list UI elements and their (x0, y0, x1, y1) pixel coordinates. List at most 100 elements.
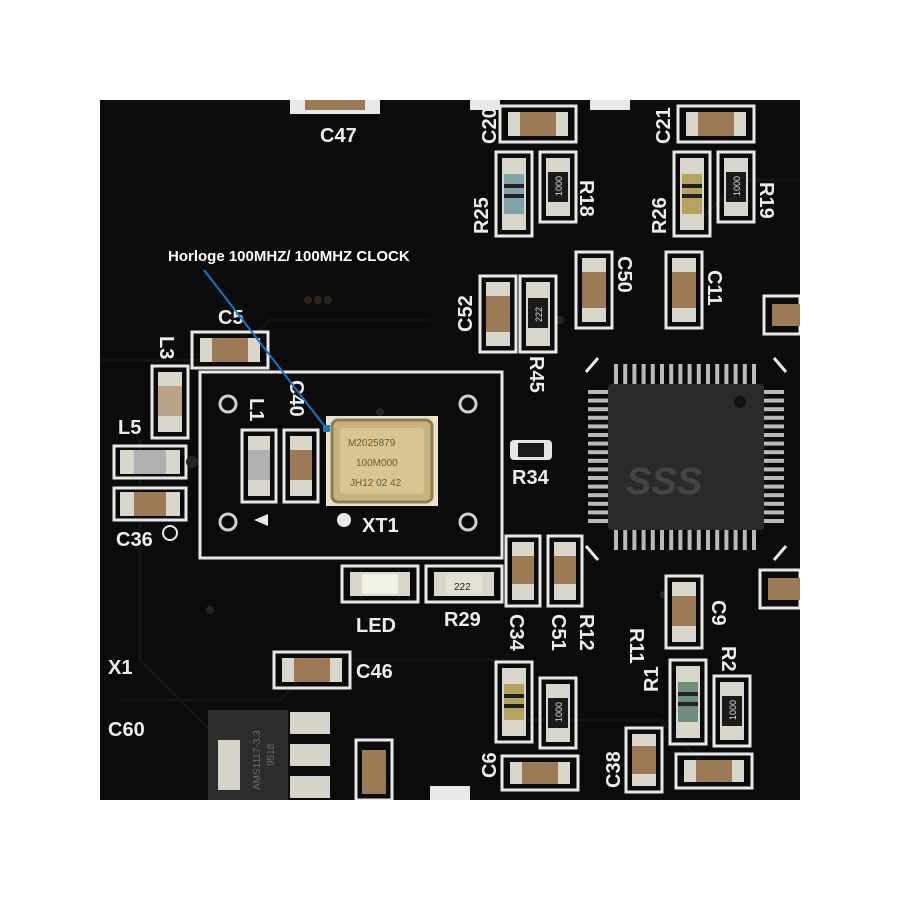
ic-pin (764, 493, 784, 498)
ic-pin (752, 364, 756, 384)
ic-pin (588, 415, 608, 420)
oscillator-chip: M2025879 100M000 JH12 02 42 (326, 416, 438, 506)
ic-pin (588, 493, 608, 498)
ic-pin (742, 364, 747, 384)
label-r29: R29 (444, 609, 481, 631)
capacitor-c5 (190, 330, 270, 370)
label-r11: R11 (625, 628, 647, 664)
label-c38: C38 (603, 751, 625, 788)
svg-text:1000: 1000 (732, 176, 742, 196)
ic-pin (623, 530, 628, 550)
label-l5: L5 (118, 417, 141, 439)
ic-pin (764, 398, 784, 403)
label-c34: C34 (505, 614, 527, 652)
capacitor-c51 (546, 534, 584, 608)
inductor-l3 (150, 364, 190, 440)
resistor-r26 (672, 150, 712, 238)
label-x1: X1 (108, 657, 132, 679)
svg-text:1000: 1000 (554, 702, 564, 722)
label-r18: R18 (575, 180, 597, 217)
qfp-ic: SSS (584, 357, 788, 561)
label-c9: C9 (707, 600, 729, 626)
ic-pin (764, 484, 784, 489)
ic-pin (696, 364, 701, 384)
callout-line (203, 269, 327, 429)
ic-pin (632, 530, 637, 550)
label-c52: C52 (455, 295, 477, 332)
label-r19: R19 (755, 182, 777, 219)
label-r45: R45 (525, 356, 547, 393)
ic-pin (764, 510, 784, 515)
label-l3: L3 (155, 336, 177, 359)
ic-pin (724, 530, 729, 550)
ic-pin (687, 530, 692, 550)
ic-pin (588, 484, 608, 489)
label-c20: C20 (479, 107, 501, 144)
svg-text:222: 222 (454, 582, 471, 593)
ic-pin (706, 530, 710, 550)
ic-pin (706, 364, 710, 384)
ic-pin (715, 364, 720, 384)
label-c40: C40 (285, 380, 307, 417)
ic-pin (669, 364, 674, 384)
label-c60: C60 (108, 719, 145, 741)
resistor-r18: 1000 (538, 150, 578, 224)
ic-pin (752, 530, 756, 550)
ic-pin (733, 364, 738, 384)
label-c11: C11 (703, 270, 725, 306)
ic-pin (764, 467, 784, 472)
ic-pin (696, 530, 701, 550)
ic-pin (588, 424, 608, 429)
svg-text:9518: 9518 (266, 743, 277, 766)
label-l1: L1 (245, 398, 267, 421)
resistor-r1 (668, 658, 708, 746)
ic-pin (588, 458, 608, 463)
ic-pin (588, 510, 608, 515)
ic-pin (623, 364, 628, 384)
svg-text:1000: 1000 (728, 700, 738, 720)
capacitor-c36 (112, 486, 188, 522)
label-r25: R25 (471, 197, 493, 234)
capacitor-c20 (498, 104, 578, 144)
label-r34: R34 (512, 467, 550, 489)
capacitor-c34 (504, 534, 542, 608)
resistor-r19: 1000 (716, 150, 756, 224)
callout-label: Horloge 100MHZ/ 100MHZ CLOCK (168, 248, 410, 265)
resistor-cluster-bottom: 1000 (494, 660, 580, 792)
svg-text:100M000: 100M000 (356, 458, 398, 469)
ic-pin (733, 530, 738, 550)
ic-pin (650, 530, 655, 550)
callout-marker (323, 425, 330, 432)
ic-pin (724, 364, 729, 384)
ic-pin (764, 407, 784, 412)
ic-pin (669, 530, 674, 550)
ic-pin (764, 476, 784, 480)
label-r2: R2 (717, 646, 739, 672)
voltage-regulator: AMS1117-3.3 9518 (208, 710, 330, 800)
svg-text:AMS1117-3.3: AMS1117-3.3 (252, 730, 263, 790)
pcb-photo: C47 C20 C21 R25 (100, 100, 800, 800)
label-c50: C50 (613, 256, 635, 293)
ic-pin (764, 450, 784, 455)
label-r12: R12 (575, 614, 597, 651)
resistor-r34 (510, 440, 552, 460)
oscillator-frame (198, 370, 504, 560)
ic-pin (764, 458, 784, 463)
label-c36: C36 (116, 529, 153, 551)
capacitor-c38 (624, 726, 664, 794)
resistor-r45: 222 (518, 274, 558, 354)
ic-pin (764, 441, 784, 446)
inductor-l1 (240, 428, 278, 504)
ic-pin (678, 530, 683, 550)
ic-pin (632, 364, 637, 384)
svg-text:1000: 1000 (554, 176, 564, 196)
capacitor-c50 (574, 250, 614, 330)
ic-pin (641, 530, 646, 550)
ic-pin (588, 407, 608, 412)
resistor-r29: 222 (424, 564, 504, 604)
ic-pin (764, 390, 784, 394)
led (340, 564, 420, 604)
resistor-r25 (494, 150, 534, 238)
ic-pin (641, 364, 646, 384)
ic-pin (650, 364, 655, 384)
